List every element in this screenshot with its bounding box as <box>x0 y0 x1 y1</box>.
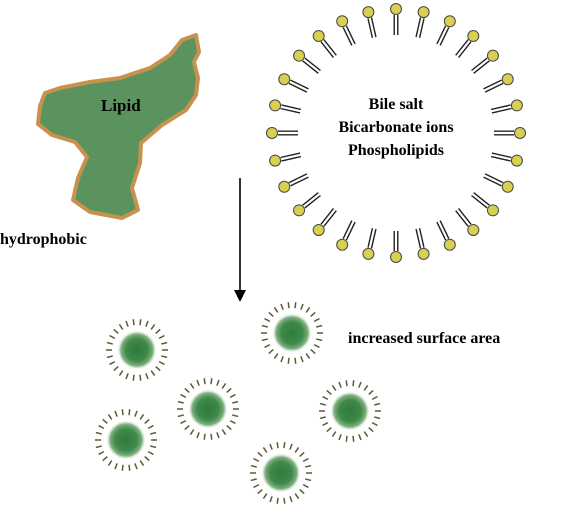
bile-salt-molecule <box>278 173 309 193</box>
bile-salt-molecule <box>312 208 337 236</box>
bile-salt-molecule <box>336 220 356 251</box>
bile-salt-molecule <box>455 208 480 236</box>
droplet <box>261 302 323 364</box>
droplet <box>250 442 312 504</box>
bile-salt-molecule <box>471 192 499 217</box>
down-arrow-icon <box>234 178 246 302</box>
bile-salt-molecule <box>269 152 302 167</box>
surface-area-label: increased surface area <box>348 330 500 347</box>
bile-salt-molecule <box>269 99 302 114</box>
bile-salt-molecule <box>490 152 523 167</box>
bile-salt-molecule <box>312 30 337 58</box>
bile-salt-molecule <box>266 127 298 139</box>
bile-salt-molecule <box>494 127 526 139</box>
bile-salt-molecule <box>483 173 514 193</box>
hydrophobic-label: hydrophobic <box>0 231 87 248</box>
bile-salt-molecule <box>390 3 402 35</box>
lipid-label: Lipid <box>101 96 141 115</box>
bile-salt-molecule <box>483 73 514 93</box>
droplet <box>106 319 168 381</box>
bile-salt-molecule <box>362 227 377 260</box>
bile-salt-molecule <box>278 73 309 93</box>
droplet <box>319 380 381 442</box>
bile-salt-molecule <box>293 192 321 217</box>
phospholipids-label: Phospholipids <box>348 142 444 159</box>
bile-salt-molecule <box>471 49 499 74</box>
bile-salt-molecule <box>415 6 430 39</box>
bile-salt-molecule <box>455 30 480 58</box>
bile-salt-molecule <box>490 99 523 114</box>
micelle-ring <box>266 3 526 263</box>
bile-salt-molecule <box>293 49 321 74</box>
droplet <box>177 378 239 440</box>
bile-salt-molecule <box>436 15 456 46</box>
bile-salt-label: Bile salt <box>369 96 424 113</box>
bicarbonate-label: Bicarbonate ions <box>338 119 453 136</box>
droplet <box>95 409 157 471</box>
bile-salt-molecule <box>436 220 456 251</box>
bile-salt-molecule <box>390 231 402 263</box>
bile-salt-molecule <box>362 6 377 39</box>
bile-salt-molecule <box>415 227 430 260</box>
bile-salt-molecule <box>336 15 356 46</box>
emulsion-droplets <box>95 302 381 504</box>
lipid-blob <box>36 33 201 220</box>
